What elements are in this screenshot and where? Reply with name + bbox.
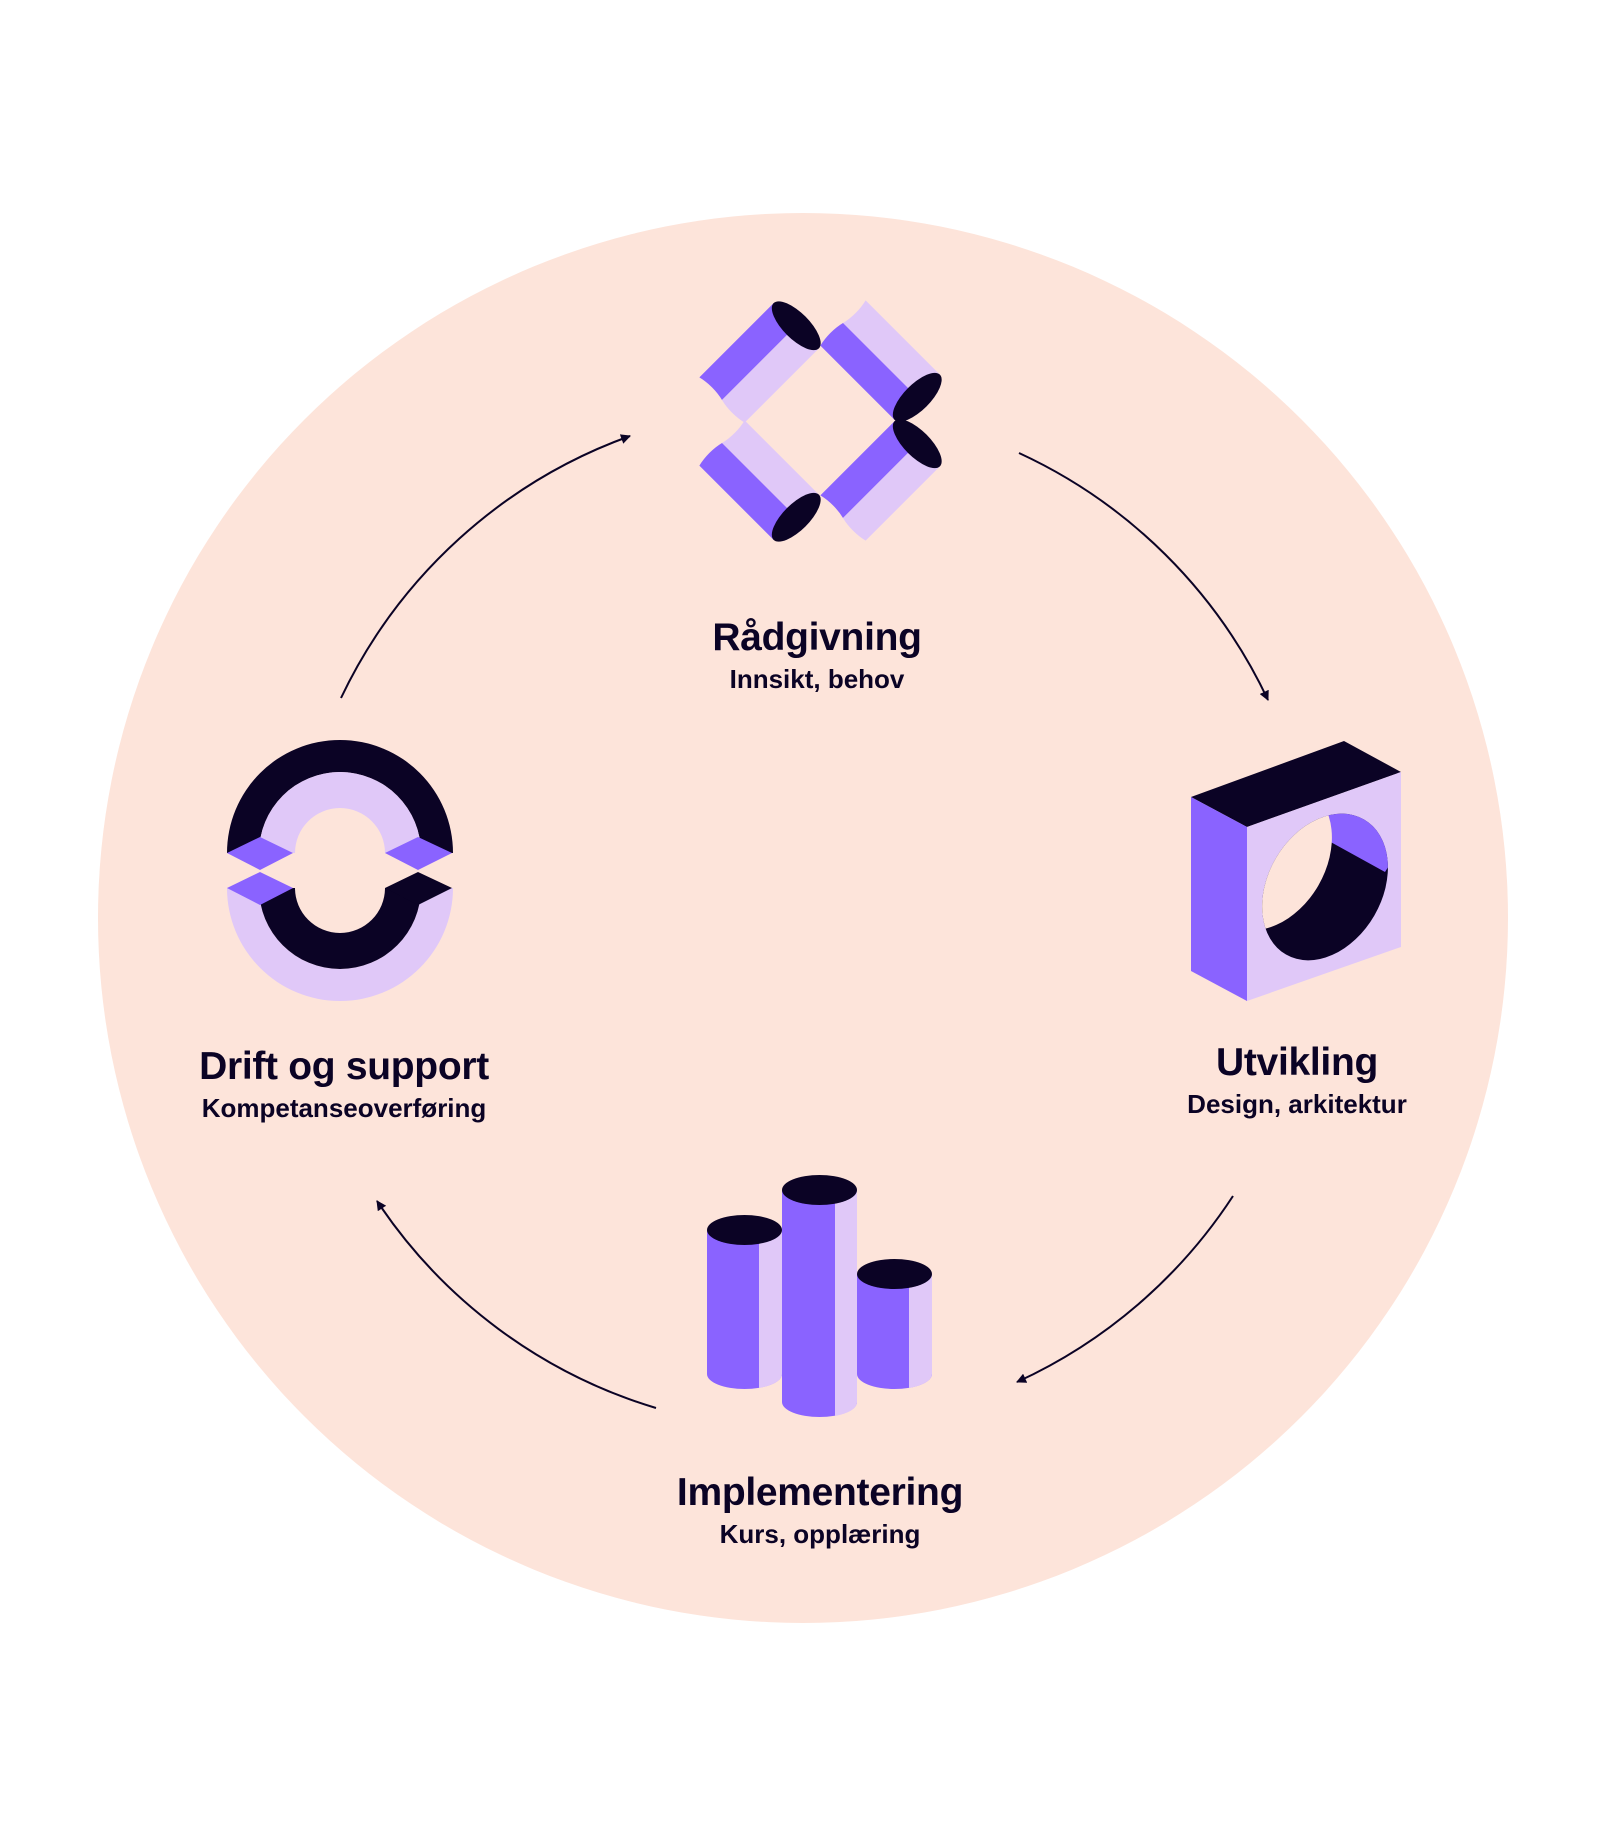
arrow-drift-to-radgivning — [340, 434, 631, 699]
arrow-implementering-to-drift — [376, 1200, 657, 1409]
step-title: Utvikling — [1216, 1041, 1378, 1084]
step-subtitle: Kurs, opplæring — [719, 1519, 921, 1549]
arrow-utvikling-to-implementering — [1016, 1195, 1234, 1383]
arrow-radgivning-to-utvikling — [1018, 452, 1269, 701]
split-ring-icon — [227, 740, 453, 1001]
bar-cylinders-icon — [707, 1175, 933, 1418]
step-title: Implementering — [676, 1471, 964, 1514]
step-utvikling: Utvikling Design, arkitektur — [1187, 1041, 1407, 1121]
step-subtitle: Kompetanseoverføring — [201, 1093, 487, 1123]
step-subtitle: Innsikt, behov — [729, 664, 905, 694]
step-drift-og-support: Drift og support Kompetanseoverføring — [199, 1045, 489, 1125]
step-radgivning: Rådgivning Innsikt, behov — [712, 616, 922, 696]
step-title: Rådgivning — [712, 616, 922, 659]
step-implementering: Implementering Kurs, opplæring — [677, 1471, 963, 1551]
background-circle — [98, 213, 1508, 1623]
step-title: Drift og support — [199, 1045, 489, 1088]
step-subtitle: Design, arkitektur — [1187, 1089, 1407, 1119]
